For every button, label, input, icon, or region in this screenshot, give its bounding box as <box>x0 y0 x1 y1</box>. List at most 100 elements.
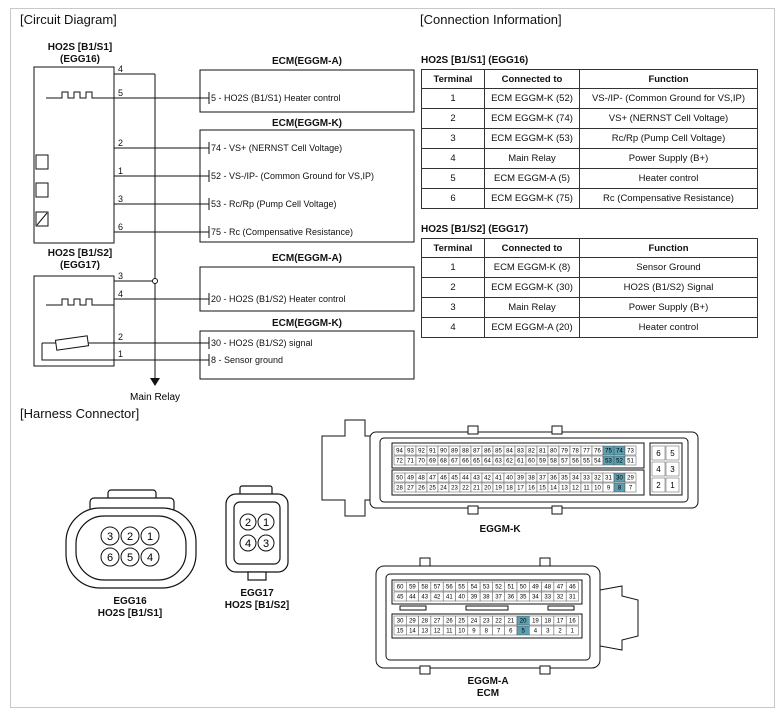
pin-cell-number: 1 <box>670 481 675 490</box>
connection-info-heading: [Connection Information] <box>420 12 562 27</box>
pin-cell-number: 3 <box>670 465 675 474</box>
pin-cell-number: 15 <box>397 629 404 635</box>
pin-cell-number: 43 <box>421 595 428 601</box>
pin-cell-number: 16 <box>569 619 576 625</box>
pin-cell-number: 36 <box>508 595 515 601</box>
pin-cell-number: 56 <box>572 459 579 465</box>
pin-cell-number: 5 <box>670 449 675 458</box>
pin-cell-number: 56 <box>446 585 453 591</box>
pin-cell-number: 25 <box>458 619 465 625</box>
col-terminal: Terminal <box>421 238 485 258</box>
connector-pin <box>257 534 275 552</box>
pin-cell-number: 92 <box>418 449 425 455</box>
pin-cell-number: 39 <box>517 476 524 482</box>
pin-cell-number: 19 <box>495 486 502 492</box>
pin-cell-number: 35 <box>561 476 568 482</box>
pin-cell-number: 2 <box>656 481 661 490</box>
pin-cell <box>565 615 579 626</box>
pin-cell-number: 4 <box>534 629 538 635</box>
s2-pin: 4 <box>118 289 123 299</box>
pin-cell-number: 42 <box>434 595 441 601</box>
pin-cell-number: 10 <box>594 486 601 492</box>
ecm-line: 30 - HO2S (B1/S2) signal <box>211 338 313 348</box>
col-function: Function <box>579 238 758 258</box>
pin-cell <box>565 591 579 602</box>
pin-cell-number: 65 <box>473 459 480 465</box>
connector-pin-number: 2 <box>245 517 251 529</box>
connector-pin-number: 2 <box>127 531 133 543</box>
pin-cell-number: 94 <box>396 449 403 455</box>
eggm-a-label: EGGM-A <box>467 676 508 687</box>
pin-cell-number: 58 <box>550 459 557 465</box>
table2-title: HO2S [B1/S2] (EGG17) <box>421 224 529 235</box>
pin-cell-number: 33 <box>583 476 590 482</box>
pin-cell <box>624 472 637 483</box>
s2-pin: 1 <box>118 349 123 359</box>
pin-cell-number: 14 <box>550 486 557 492</box>
pin-cell-number: 47 <box>557 585 564 591</box>
pin-cell-number: 54 <box>471 585 478 591</box>
pin-cell-number: 7 <box>629 486 633 492</box>
pin-cell-number: 69 <box>429 459 436 465</box>
table1-title: HO2S [B1/S1] (EGG16) <box>421 55 529 66</box>
pin-cell-number: 55 <box>583 459 590 465</box>
s1-pin: 1 <box>118 166 123 176</box>
pin-cell <box>565 625 579 636</box>
connector-pin <box>120 547 140 567</box>
pin-cell-number: 77 <box>583 449 590 455</box>
pin-cell-number: 29 <box>409 619 416 625</box>
pin-cell-number: 72 <box>396 459 403 465</box>
pin-cell-number: 12 <box>434 629 441 635</box>
pin-cell-number: 53 <box>483 585 490 591</box>
eggm-k-label: EGGM-K <box>479 524 521 535</box>
pin-cell-number: 62 <box>506 459 513 465</box>
pin-cell-number: 90 <box>440 449 447 455</box>
egg17-code: EGG17 <box>240 588 274 599</box>
s2-pin: 3 <box>118 271 123 281</box>
pin-cell-number: 13 <box>561 486 568 492</box>
pin-cell-number: 41 <box>495 476 502 482</box>
pin-cell-number: 48 <box>544 585 551 591</box>
pin-cell-number: 93 <box>407 449 414 455</box>
pin-cell-number: 15 <box>539 486 546 492</box>
pin-cell-number: 84 <box>506 449 513 455</box>
pin-cell-number: 33 <box>544 595 551 601</box>
pin-cell-number: 26 <box>418 486 425 492</box>
pin-cell-number: 5 <box>521 629 525 635</box>
pin-cell-number: 32 <box>594 476 601 482</box>
pin-cell-number: 51 <box>627 459 634 465</box>
pin-cell-number: 2 <box>558 629 562 635</box>
pin-cell-number: 22 <box>495 619 502 625</box>
pin-cell-number: 28 <box>421 619 428 625</box>
pin-cell-number: 46 <box>569 585 576 591</box>
pin-cell-number: 44 <box>462 476 469 482</box>
pin-cell <box>624 445 637 456</box>
pin-cell-number: 91 <box>429 449 436 455</box>
ecm-line: 74 - VS+ (NERNST Cell Voltage) <box>211 143 342 153</box>
pin-cell-number: 7 <box>497 629 501 635</box>
egg16-code: EGG16 <box>113 596 147 607</box>
pin-cell-number: 40 <box>458 595 465 601</box>
pin-cell <box>651 445 666 461</box>
col-terminal: Terminal <box>421 69 485 89</box>
ecm-a-box-2 <box>199 266 415 312</box>
pin-cell-number: 9 <box>607 486 611 492</box>
pin-cell-number: 1 <box>571 629 575 635</box>
pin-cell-number: 70 <box>418 459 425 465</box>
connector-pin-number: 3 <box>107 531 113 543</box>
pin-cell-number: 81 <box>539 449 546 455</box>
connector-pin-number: 3 <box>263 538 269 550</box>
s1-pin: 3 <box>118 194 123 204</box>
pin-cell-number: 20 <box>520 619 527 625</box>
pin-cell-number: 13 <box>421 629 428 635</box>
pin-cell-number: 49 <box>532 585 539 591</box>
pin-cell <box>565 581 579 592</box>
connector-pin <box>100 547 120 567</box>
ecm-line: 20 - HO2S (B1/S2) Heater control <box>211 294 346 304</box>
pin-cell-number: 46 <box>440 476 447 482</box>
pin-cell-number: 39 <box>471 595 478 601</box>
